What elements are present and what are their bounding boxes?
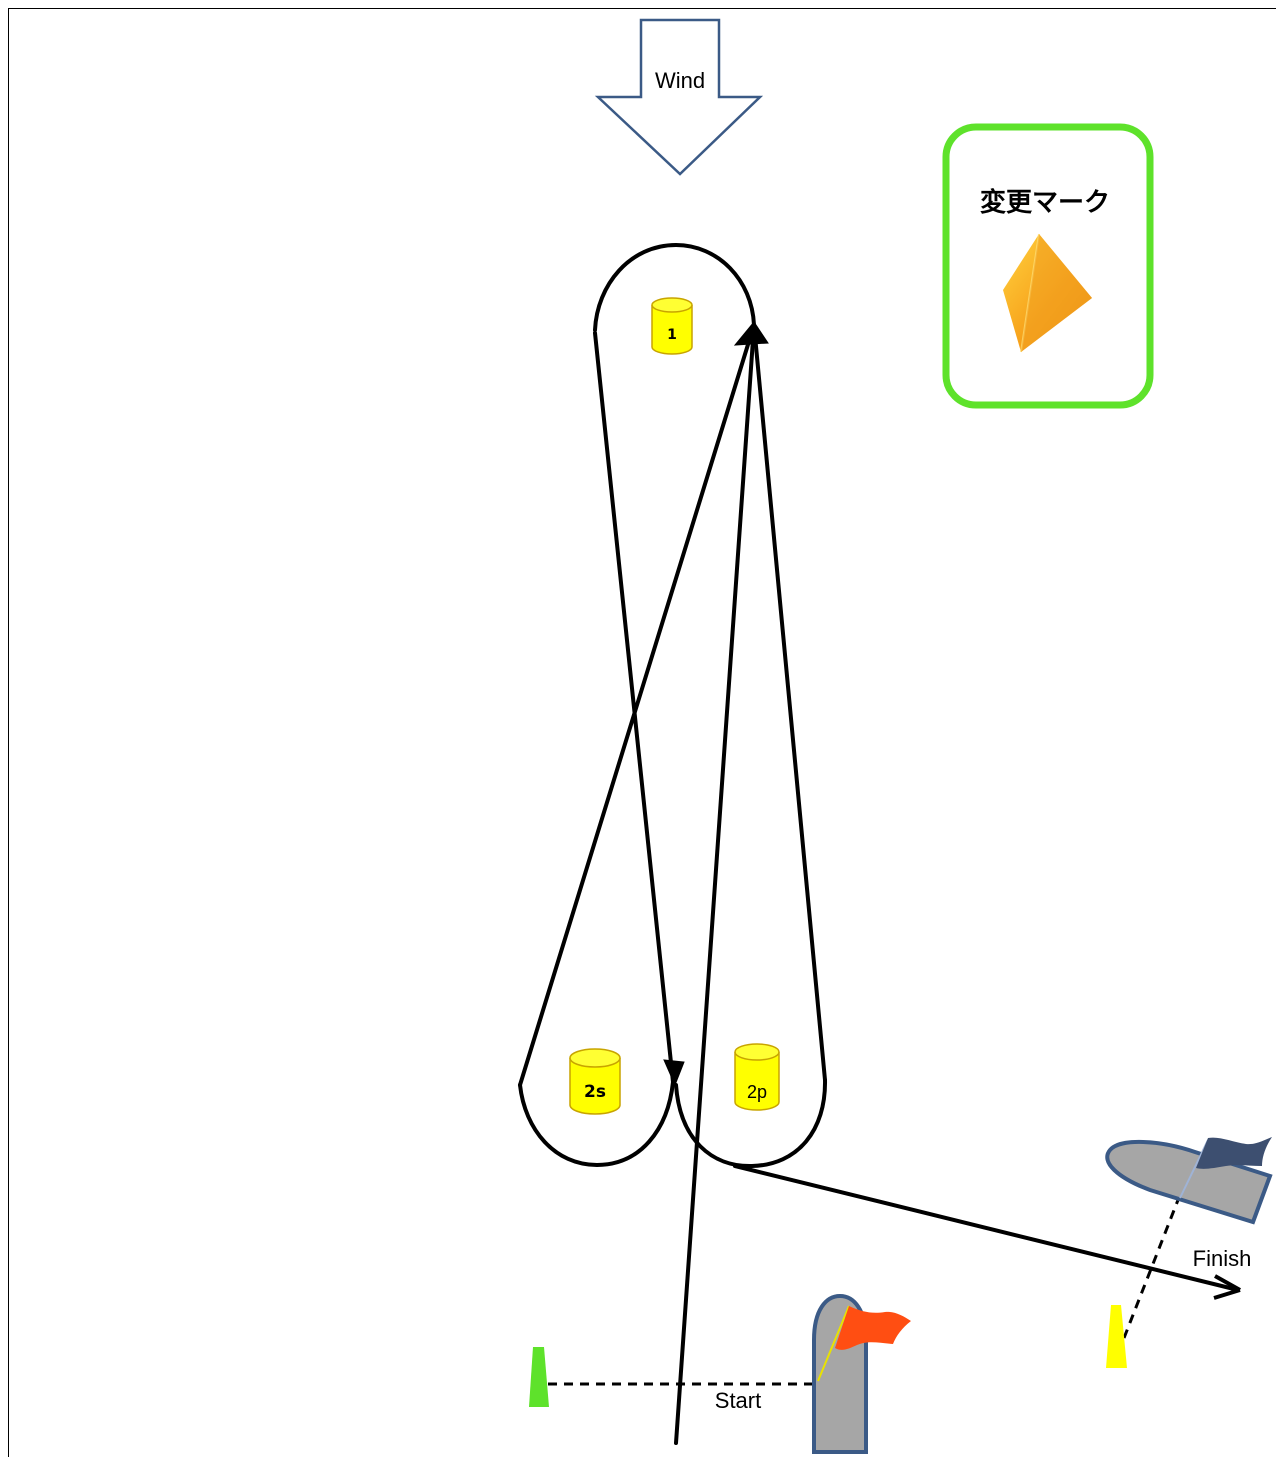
wind-label: Wind <box>655 68 705 93</box>
mark-2s-label: 2s <box>584 1082 606 1102</box>
wind-arrow-icon: Wind <box>594 18 764 176</box>
mark-2p: 2p <box>734 1043 780 1111</box>
change-mark-icon <box>1003 233 1092 353</box>
finish-line: Finish <box>1105 1137 1273 1368</box>
finish-committee-boat <box>1105 1137 1273 1225</box>
finish-flag-icon <box>1196 1137 1272 1169</box>
mark-1-label: 1 <box>667 327 677 343</box>
course-arrowheads <box>663 321 1241 1300</box>
arrowhead-gate <box>663 1059 685 1087</box>
start-pin-buoy <box>529 1347 549 1407</box>
finish-pin-buoy <box>1106 1305 1127 1368</box>
arrowhead-mark1 <box>733 321 769 346</box>
mark-2p-label: 2p <box>747 1082 767 1102</box>
start-line: Start <box>529 1293 911 1454</box>
start-label: Start <box>715 1388 761 1413</box>
diagram-frame <box>8 8 1276 1457</box>
change-mark-legend: 変更マーク <box>942 123 1154 409</box>
arrowhead-finish <box>1213 1274 1241 1300</box>
mark-1: 1 <box>651 297 693 355</box>
course-path <box>518 243 1240 1445</box>
legend-title: 変更マーク <box>980 187 1110 218</box>
finish-label: Finish <box>1193 1246 1252 1271</box>
start-flag-icon <box>835 1306 911 1350</box>
start-committee-boat <box>812 1293 911 1454</box>
mark-2s: 2s <box>569 1048 621 1115</box>
